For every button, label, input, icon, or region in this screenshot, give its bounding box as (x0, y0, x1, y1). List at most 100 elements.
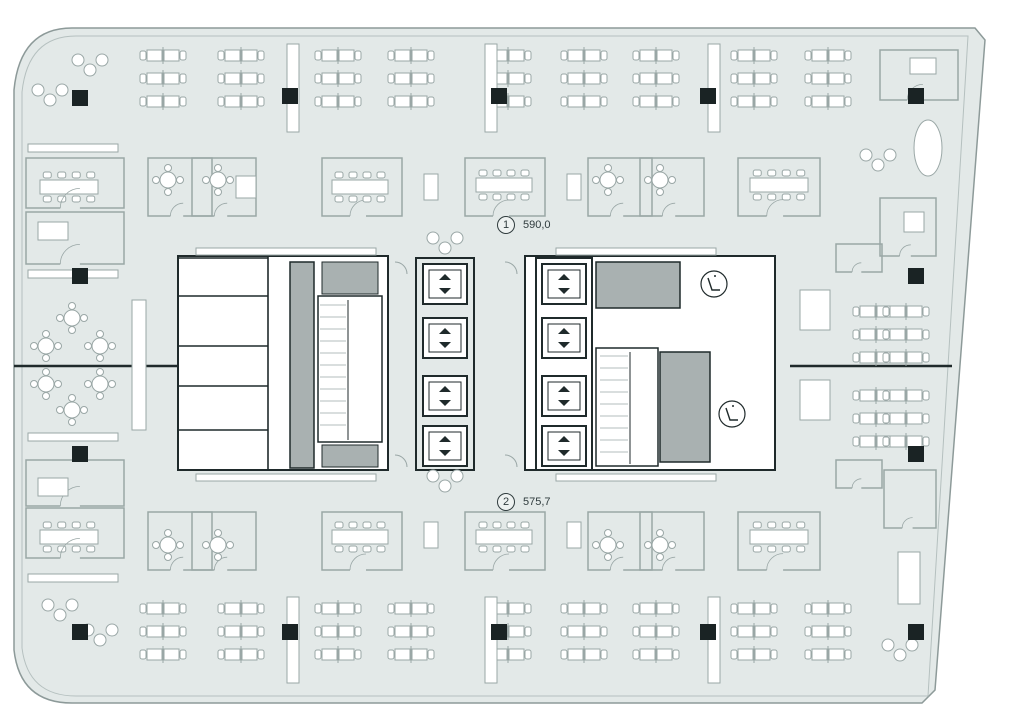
chair (478, 545, 488, 553)
chair (844, 626, 852, 637)
desk (241, 602, 258, 615)
chair (214, 553, 222, 561)
meeting-table (475, 521, 533, 553)
zone-2-area: 575,7 (523, 496, 551, 508)
stair-right (595, 347, 659, 467)
door-swing (492, 199, 510, 217)
chair (314, 50, 322, 61)
table (53, 608, 67, 622)
service-shaft (659, 351, 711, 463)
chair (632, 626, 640, 637)
chair (314, 96, 322, 107)
desk (321, 95, 338, 108)
desk (508, 72, 525, 85)
column-icon (491, 88, 507, 104)
chair (56, 406, 64, 414)
desk (567, 95, 584, 108)
workstation-cluster-bottom (730, 600, 778, 663)
room-wall (835, 243, 883, 273)
zone-1-label: 1 590,0 (497, 216, 551, 234)
chair (314, 603, 322, 614)
chair (770, 626, 778, 637)
desk (163, 648, 180, 661)
desk (508, 602, 525, 615)
round-table (84, 368, 116, 400)
chair (882, 436, 890, 447)
desk (394, 625, 411, 638)
desk (889, 351, 906, 364)
desk (567, 648, 584, 661)
chair (387, 50, 395, 61)
elevator-arrow-down (558, 400, 570, 406)
desk (906, 305, 923, 318)
chair (781, 545, 791, 553)
chair (882, 390, 890, 401)
chair (672, 603, 680, 614)
chair (524, 73, 532, 84)
column-icon (700, 624, 716, 640)
stair-enclosure (595, 347, 659, 467)
chair (770, 96, 778, 107)
table (209, 536, 227, 554)
chair (427, 603, 435, 614)
chair (604, 164, 612, 172)
chair (226, 176, 234, 184)
desk (656, 95, 673, 108)
table (43, 93, 57, 107)
chair (80, 406, 88, 414)
chair (922, 306, 930, 317)
chair (108, 342, 116, 350)
wheelchair-glyph (707, 275, 720, 291)
desk (163, 49, 180, 62)
desk (411, 625, 428, 638)
chair (730, 649, 738, 660)
desk (241, 625, 258, 638)
lounge (71, 53, 109, 77)
elevator-car (422, 263, 468, 305)
elevator-arrow-down (558, 342, 570, 348)
desk (754, 95, 771, 108)
desk (754, 648, 771, 661)
chair (96, 330, 104, 338)
chair (108, 380, 116, 388)
wc-symbol (700, 270, 728, 298)
chair (139, 96, 147, 107)
chair (672, 73, 680, 84)
desk (584, 72, 601, 85)
chair (560, 50, 568, 61)
chair (96, 368, 104, 376)
chair (96, 392, 104, 400)
chair (730, 73, 738, 84)
column-icon (282, 624, 298, 640)
chair (314, 649, 322, 660)
cabinet (566, 521, 582, 549)
armchair (905, 638, 919, 652)
chair (752, 521, 762, 529)
desk (321, 625, 338, 638)
desk (737, 72, 754, 85)
chair (770, 50, 778, 61)
chair (84, 380, 92, 388)
chair (730, 603, 738, 614)
desk (508, 95, 525, 108)
chair (506, 169, 516, 177)
chair (176, 176, 184, 184)
desk (737, 49, 754, 62)
armchair (105, 623, 119, 637)
meeting-table (749, 169, 809, 201)
chair (139, 626, 147, 637)
building-core (177, 247, 776, 482)
chair (376, 545, 386, 553)
chair (492, 521, 502, 529)
elevator-inner (547, 381, 581, 411)
armchair (71, 53, 85, 67)
chair (71, 195, 81, 203)
workstation-cluster-bottom (217, 600, 265, 663)
desk (146, 49, 163, 62)
desk-group (799, 379, 831, 421)
chair (616, 541, 624, 549)
chair (348, 171, 358, 179)
cabinet (423, 521, 439, 549)
desk (321, 49, 338, 62)
elevator-arrow-up (439, 436, 451, 442)
